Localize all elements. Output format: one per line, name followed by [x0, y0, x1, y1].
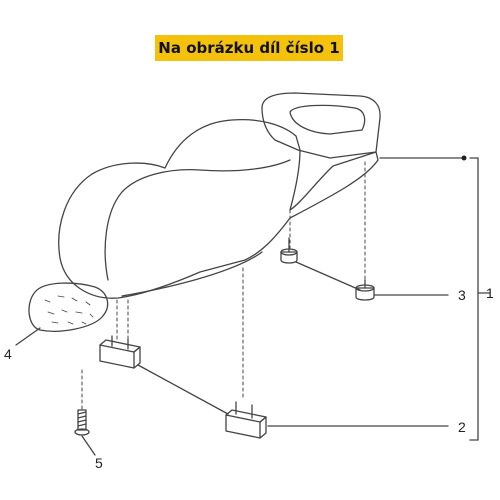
reference-dot [461, 155, 467, 161]
callout-3: 3 [458, 287, 466, 303]
gel-pad [28, 282, 109, 332]
gel-pad-texture [44, 295, 94, 325]
page-title: Na obrázku díl číslo 1 [158, 39, 340, 57]
bumper-upper [280, 237, 298, 264]
rear-seat [261, 92, 381, 159]
guide-lines [81, 161, 366, 411]
leader-lines [15, 157, 491, 456]
seat-edge-line [121, 251, 263, 297]
rear-seat-inner [289, 104, 366, 135]
callout-1: 1 [486, 285, 494, 301]
screw [74, 409, 90, 436]
page-title-banner: Na obrázku díl číslo 1 [155, 35, 343, 61]
bracket-left [99, 335, 141, 369]
bracket-right [225, 401, 267, 439]
seat-cushion-line [104, 159, 291, 281]
callout-2: 2 [458, 419, 466, 435]
callout-5: 5 [95, 455, 103, 471]
callout-4: 4 [4, 346, 12, 362]
